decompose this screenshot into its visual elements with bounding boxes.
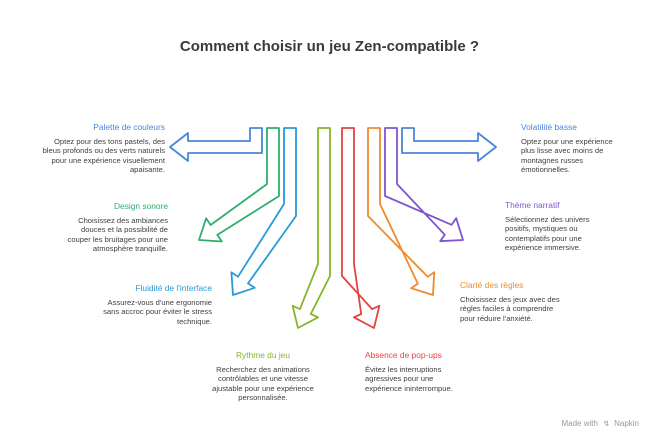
item-theme-desc: Sélectionnez des univers positifs, mysti…: [505, 215, 590, 253]
item-rythme-title: Rythme du jeu: [236, 350, 290, 360]
item-fluidite-desc: Assurez-vous d'une ergonomie sans accroc…: [103, 298, 212, 326]
item-palette-title: Palette de couleurs: [93, 122, 165, 132]
napkin-logo-icon: ↯: [603, 419, 610, 428]
item-fluidite-title: Fluidité de l'interface: [135, 283, 212, 293]
footer-brand: Napkin: [614, 419, 639, 428]
item-regles-desc: Choisissez des jeux avec des règles faci…: [460, 295, 560, 323]
item-popups-desc: Évitez les interruptions agressives pour…: [365, 365, 453, 393]
arrow-palette: [169, 127, 263, 162]
item-volatilite: Volatilité basse Optez pour une expérien…: [521, 122, 626, 175]
item-theme: Thème narratif Sélectionnez des univers …: [505, 200, 615, 253]
item-popups-title: Absence de pop-ups: [365, 350, 442, 360]
item-design: Design sonore Choisissez des ambiances d…: [58, 201, 168, 254]
footer-prefix: Made with: [561, 419, 598, 428]
arrow-theme: [384, 127, 464, 243]
item-rythme-desc: Recherchez des animations contrôlables e…: [212, 365, 314, 403]
arrow-design: [198, 127, 280, 243]
diagram-title: Comment choisir un jeu Zen-compatible ?: [179, 38, 480, 55]
item-palette: Palette de couleurs Optez pour des tons …: [40, 122, 165, 175]
item-theme-title: Thème narratif: [505, 200, 560, 210]
item-palette-desc: Optez pour des tons pastels, des bleus p…: [42, 137, 165, 175]
arrow-regles: [367, 127, 436, 296]
item-volatilite-desc: Optez pour une expérience plus lisse ave…: [521, 137, 613, 175]
footer-credit: Made with ↯ Napkin: [561, 419, 639, 428]
arrow-fluidite: [230, 127, 297, 296]
item-regles-title: Clarté des règles: [460, 280, 524, 290]
arrow-popups: [341, 127, 381, 329]
item-volatilite-title: Volatilité basse: [521, 122, 577, 132]
item-design-title: Design sonore: [113, 201, 168, 211]
item-fluidite: Fluidité de l'interface Assurez-vous d'u…: [102, 283, 212, 326]
item-design-desc: Choisissez des ambiances douces et la po…: [67, 216, 168, 254]
arrow-volatilite: [401, 127, 497, 162]
item-regles: Clarté des règles Choisissez des jeux av…: [460, 280, 564, 323]
item-rythme: Rythme du jeu Recherchez des animations …: [208, 350, 318, 403]
arrow-rythme: [291, 127, 331, 329]
item-popups: Absence de pop-ups Évitez les interrupti…: [365, 350, 465, 393]
